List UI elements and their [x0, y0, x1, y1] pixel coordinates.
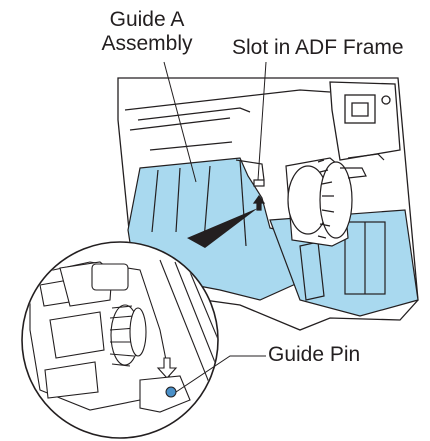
guide-a-label-line1: Guide A [109, 8, 185, 31]
guide-pin-label: Guide Pin [268, 343, 361, 366]
callout-wedge [187, 208, 258, 248]
guide-a-assembly-label: Guide A Assembly [88, 8, 206, 56]
detail-circle [21, 241, 219, 439]
guide-pin [165, 386, 177, 398]
leader-guide-a [163, 61, 197, 183]
leader-guide-pin [175, 355, 266, 393]
guide-a-label-line2: Assembly [101, 32, 193, 55]
slot-marker [252, 179, 266, 211]
gear-assembly [285, 153, 385, 247]
slot-in-adf-frame-label: Slot in ADF Frame [232, 36, 404, 59]
leader-lines [163, 61, 267, 393]
leader-slot [257, 61, 267, 181]
